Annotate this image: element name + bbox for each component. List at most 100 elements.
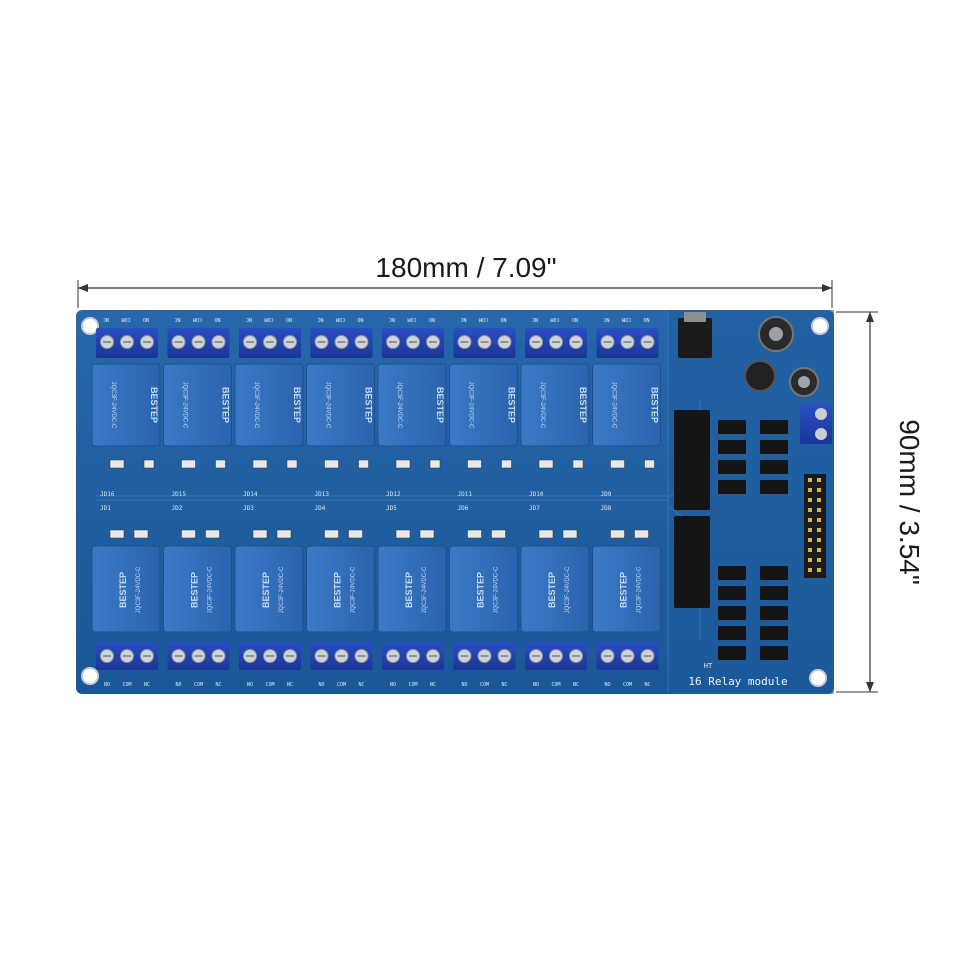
smd-resistor	[324, 459, 339, 469]
optocoupler	[718, 440, 746, 454]
smd-resistor	[395, 459, 411, 469]
bottom-terminal-label: NC	[215, 682, 221, 688]
relay-brand: BESTEP	[578, 387, 588, 423]
relay-top	[234, 363, 304, 447]
relay-brand: BESTEP	[149, 387, 159, 423]
bottom-terminal-label: NO	[533, 682, 539, 688]
relay-model: JQC3F-24VDC-C	[539, 382, 545, 429]
relay-model: JQC3F-24VDC-C	[136, 566, 142, 613]
optocoupler	[718, 646, 746, 660]
optocoupler	[760, 626, 788, 640]
relay-bottom	[306, 545, 375, 633]
relay-model: JQC3F-24VDC-C	[494, 566, 500, 613]
bottom-terminal-label: NC	[430, 682, 436, 688]
height-arrow-top-icon	[866, 312, 874, 322]
channel-label: JD14	[243, 491, 258, 498]
relay-model: JQC3F-24VDC-C	[325, 382, 331, 429]
mounting-hole-icon	[81, 317, 99, 335]
smd-resistor	[610, 529, 625, 539]
relay-bottom	[234, 545, 304, 633]
header-pin	[808, 568, 812, 572]
top-terminal-label: COM	[407, 316, 416, 322]
smd-resistor	[324, 529, 339, 539]
relay-brand: BESTEP	[476, 572, 486, 608]
channel-label: JD7	[529, 505, 540, 512]
relay-brand: BESTEP	[404, 572, 414, 608]
bottom-terminal-label: NC	[573, 682, 579, 688]
optocoupler	[718, 480, 746, 494]
relay-model: JQC3F-24VDC-C	[110, 382, 116, 429]
channel-label: JD4	[315, 505, 326, 512]
inductor-icon	[744, 360, 776, 392]
bottom-terminal-label: NO	[604, 682, 610, 688]
bottom-terminal-label: NO	[390, 682, 396, 688]
top-terminal-label: NC	[389, 316, 395, 322]
optocoupler	[718, 460, 746, 474]
bottom-terminal-label: NC	[644, 682, 650, 688]
corner-marking: HT	[704, 662, 713, 670]
header-pin	[808, 548, 812, 552]
top-terminal-label: NO	[500, 316, 506, 322]
top-terminal-label: NC	[460, 316, 466, 322]
header-pin	[817, 568, 821, 572]
relay-model: JQC3F-24VDC-C	[208, 566, 214, 613]
module-label-bg	[686, 672, 790, 690]
smd-resistor	[395, 529, 411, 539]
relay-brand: BESTEP	[292, 387, 302, 423]
width-dimension: 180mm / 7.09"	[77, 252, 833, 308]
height-label: 90mm / 3.54"	[894, 419, 925, 585]
top-terminal-label: COM	[622, 316, 631, 322]
header-pin	[808, 488, 812, 492]
header-pin	[808, 508, 812, 512]
channel-label: JD5	[386, 505, 397, 512]
smd-resistor	[610, 459, 625, 469]
bottom-terminal-label: NO	[247, 682, 253, 688]
optocoupler	[718, 626, 746, 640]
bottom-terminal-label: COM	[194, 682, 203, 688]
power-section	[678, 312, 819, 397]
optocoupler	[760, 440, 788, 454]
smd-led	[501, 459, 512, 469]
smd-resistor	[538, 459, 554, 469]
mounting-hole-icon	[811, 317, 829, 335]
optocoupler	[760, 646, 788, 660]
relay-model: JQC3F-24VDC-C	[396, 382, 402, 429]
relay-top	[91, 363, 161, 447]
bottom-terminal-label: NC	[501, 682, 507, 688]
relay-bottom	[449, 545, 518, 633]
relay-brand: BESTEP	[261, 572, 271, 608]
relay-brand: BESTEP	[650, 387, 660, 423]
relay-channels: NC COM NO BESTEP JQC3F-24VDC-C BESTEP JQC3F-24…	[91, 316, 661, 688]
top-terminal-label: COM	[336, 316, 345, 322]
top-terminal-label: COM	[479, 316, 488, 322]
relay-brand: BESTEP	[507, 387, 517, 423]
smd-led	[215, 459, 226, 469]
bottom-terminal-label: NC	[358, 682, 364, 688]
bottom-terminal-label: NC	[144, 682, 150, 688]
top-terminal-label: NO	[643, 316, 649, 322]
optocoupler	[760, 460, 788, 474]
width-label: 180mm / 7.09"	[375, 252, 556, 283]
smd-led	[358, 459, 369, 469]
smd-resistor	[181, 529, 196, 539]
relay-model: JQC3F-24VDC-C	[279, 566, 285, 613]
smd-resistor	[133, 529, 149, 539]
header-pin	[808, 538, 812, 542]
relay-bottom	[520, 545, 590, 633]
optocoupler	[760, 566, 788, 580]
relay-top	[449, 363, 518, 447]
top-terminal-label: NC	[174, 316, 180, 322]
smd-resistor	[109, 529, 125, 539]
smd-resistor	[538, 529, 554, 539]
top-terminal-label: NO	[429, 316, 435, 322]
smd-resistor	[562, 529, 578, 539]
header-pin	[817, 528, 821, 532]
bottom-terminal-label: NC	[287, 682, 293, 688]
relay-bottom	[91, 545, 161, 633]
smd-resistor	[276, 529, 292, 539]
top-terminal-label: COM	[121, 316, 130, 322]
top-terminal-label: NO	[143, 316, 149, 322]
header-pin	[817, 548, 821, 552]
relay-brand: BESTEP	[364, 387, 374, 423]
smd-resistor	[634, 529, 649, 539]
